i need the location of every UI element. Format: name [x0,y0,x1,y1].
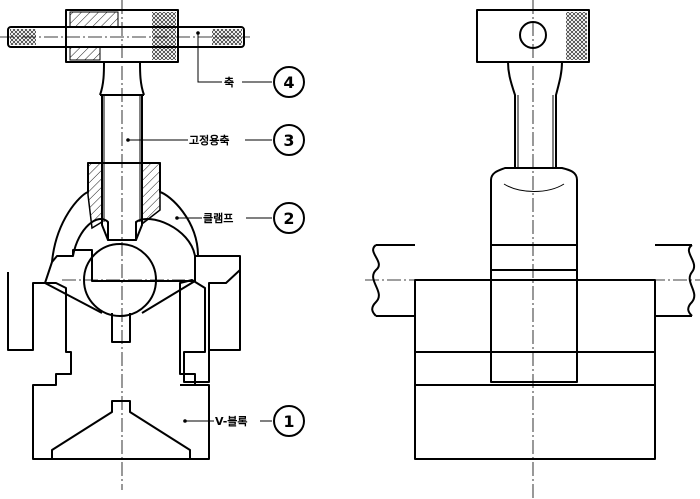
side-shaft-thread [517,95,554,168]
label-part2-balloon [273,202,305,234]
side-shaft [507,61,563,168]
t-handle-head-knurl [152,12,176,60]
label-part4: 축 4 [196,31,305,98]
label-part1-number: 1 [283,412,294,431]
label-part2-number: 2 [283,209,294,228]
v-contact-lines [44,280,196,314]
label-part3-number: 3 [283,131,294,150]
label-part3-text: 고정용축 [189,133,229,147]
label-part4-number: 4 [283,73,294,92]
clamp-arch [51,162,199,263]
label-part1-text: V-블록 [215,415,248,428]
side-clamp [490,167,578,383]
clamp-hatch-right [141,162,161,226]
label-part1: V-블록 1 [183,405,305,437]
side-view [365,0,700,499]
v-block-outline [32,249,241,460]
side-bar-break-right [687,244,696,317]
side-bar-break-left [371,244,380,317]
label-part2-text: 클램프 [203,211,233,225]
side-clamp-curve [503,183,565,192]
fixing-shaft-thread [103,95,141,222]
v-block-side-notch-right [209,270,241,351]
side-workpiece-bar [376,244,692,317]
label-part3-balloon [273,124,305,156]
label-part3: 고정용축 3 [126,124,305,156]
side-handle-head-knurl [566,12,587,60]
clamp-hatch-left [87,162,103,230]
v-block-side-notch-left [7,272,34,351]
labels: 축 4 고정용축 3 클램프 2 V-블록 1 [126,31,305,437]
side-v-block [414,279,656,460]
label-part4-balloon [273,66,305,98]
lower-pin [111,313,131,343]
t-handle-section-hatch [69,11,119,61]
front-view [0,0,250,490]
fixing-shaft [101,95,143,241]
label-part1-balloon [273,405,305,437]
label-part2: 클램프 2 [175,202,305,234]
label-part4-text: 축 [224,75,234,89]
v-block-v-groove [51,400,191,459]
